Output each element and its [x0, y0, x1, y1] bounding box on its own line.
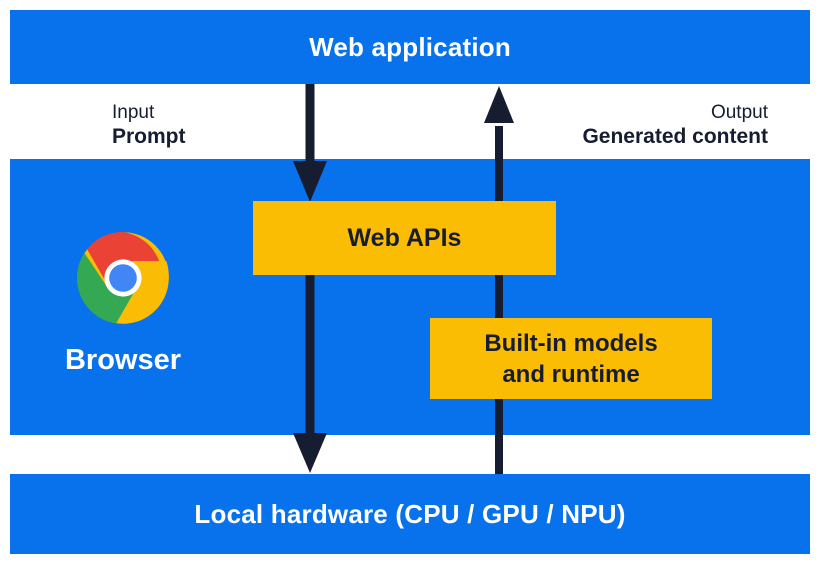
chrome-logo-icon	[77, 232, 169, 324]
local-hardware-label: Local hardware (CPU / GPU / NPU)	[194, 498, 626, 529]
output-value: Generated content	[582, 125, 768, 148]
browser-badge: Browser	[53, 232, 193, 377]
input-caption: Input	[112, 102, 155, 123]
web-application-label: Web application	[309, 31, 511, 62]
chrome-logo-red-segment	[87, 232, 161, 281]
output-annotation: Output Generated content	[582, 101, 768, 149]
input-value: Prompt	[112, 125, 186, 148]
builtin-models-label-line2: and runtime	[502, 360, 640, 388]
web-apis-label: Web APIs	[347, 223, 462, 252]
chrome-logo-green-segment	[77, 252, 134, 324]
chrome-logo-blue-center	[109, 264, 137, 292]
chrome-logo-yellow-segment	[119, 261, 169, 322]
layer-web-application: Web application	[10, 10, 810, 84]
layer-local-hardware: Local hardware (CPU / GPU / NPU)	[10, 474, 810, 554]
output-caption: Output	[710, 102, 768, 123]
browser-label: Browser	[64, 344, 182, 376]
builtin-models-box: Built-in models and runtime	[430, 318, 712, 399]
builtin-models-label-line1: Built-in models	[484, 329, 658, 357]
web-apis-box: Web APIs	[253, 201, 556, 275]
input-annotation: Input Prompt	[112, 101, 186, 149]
